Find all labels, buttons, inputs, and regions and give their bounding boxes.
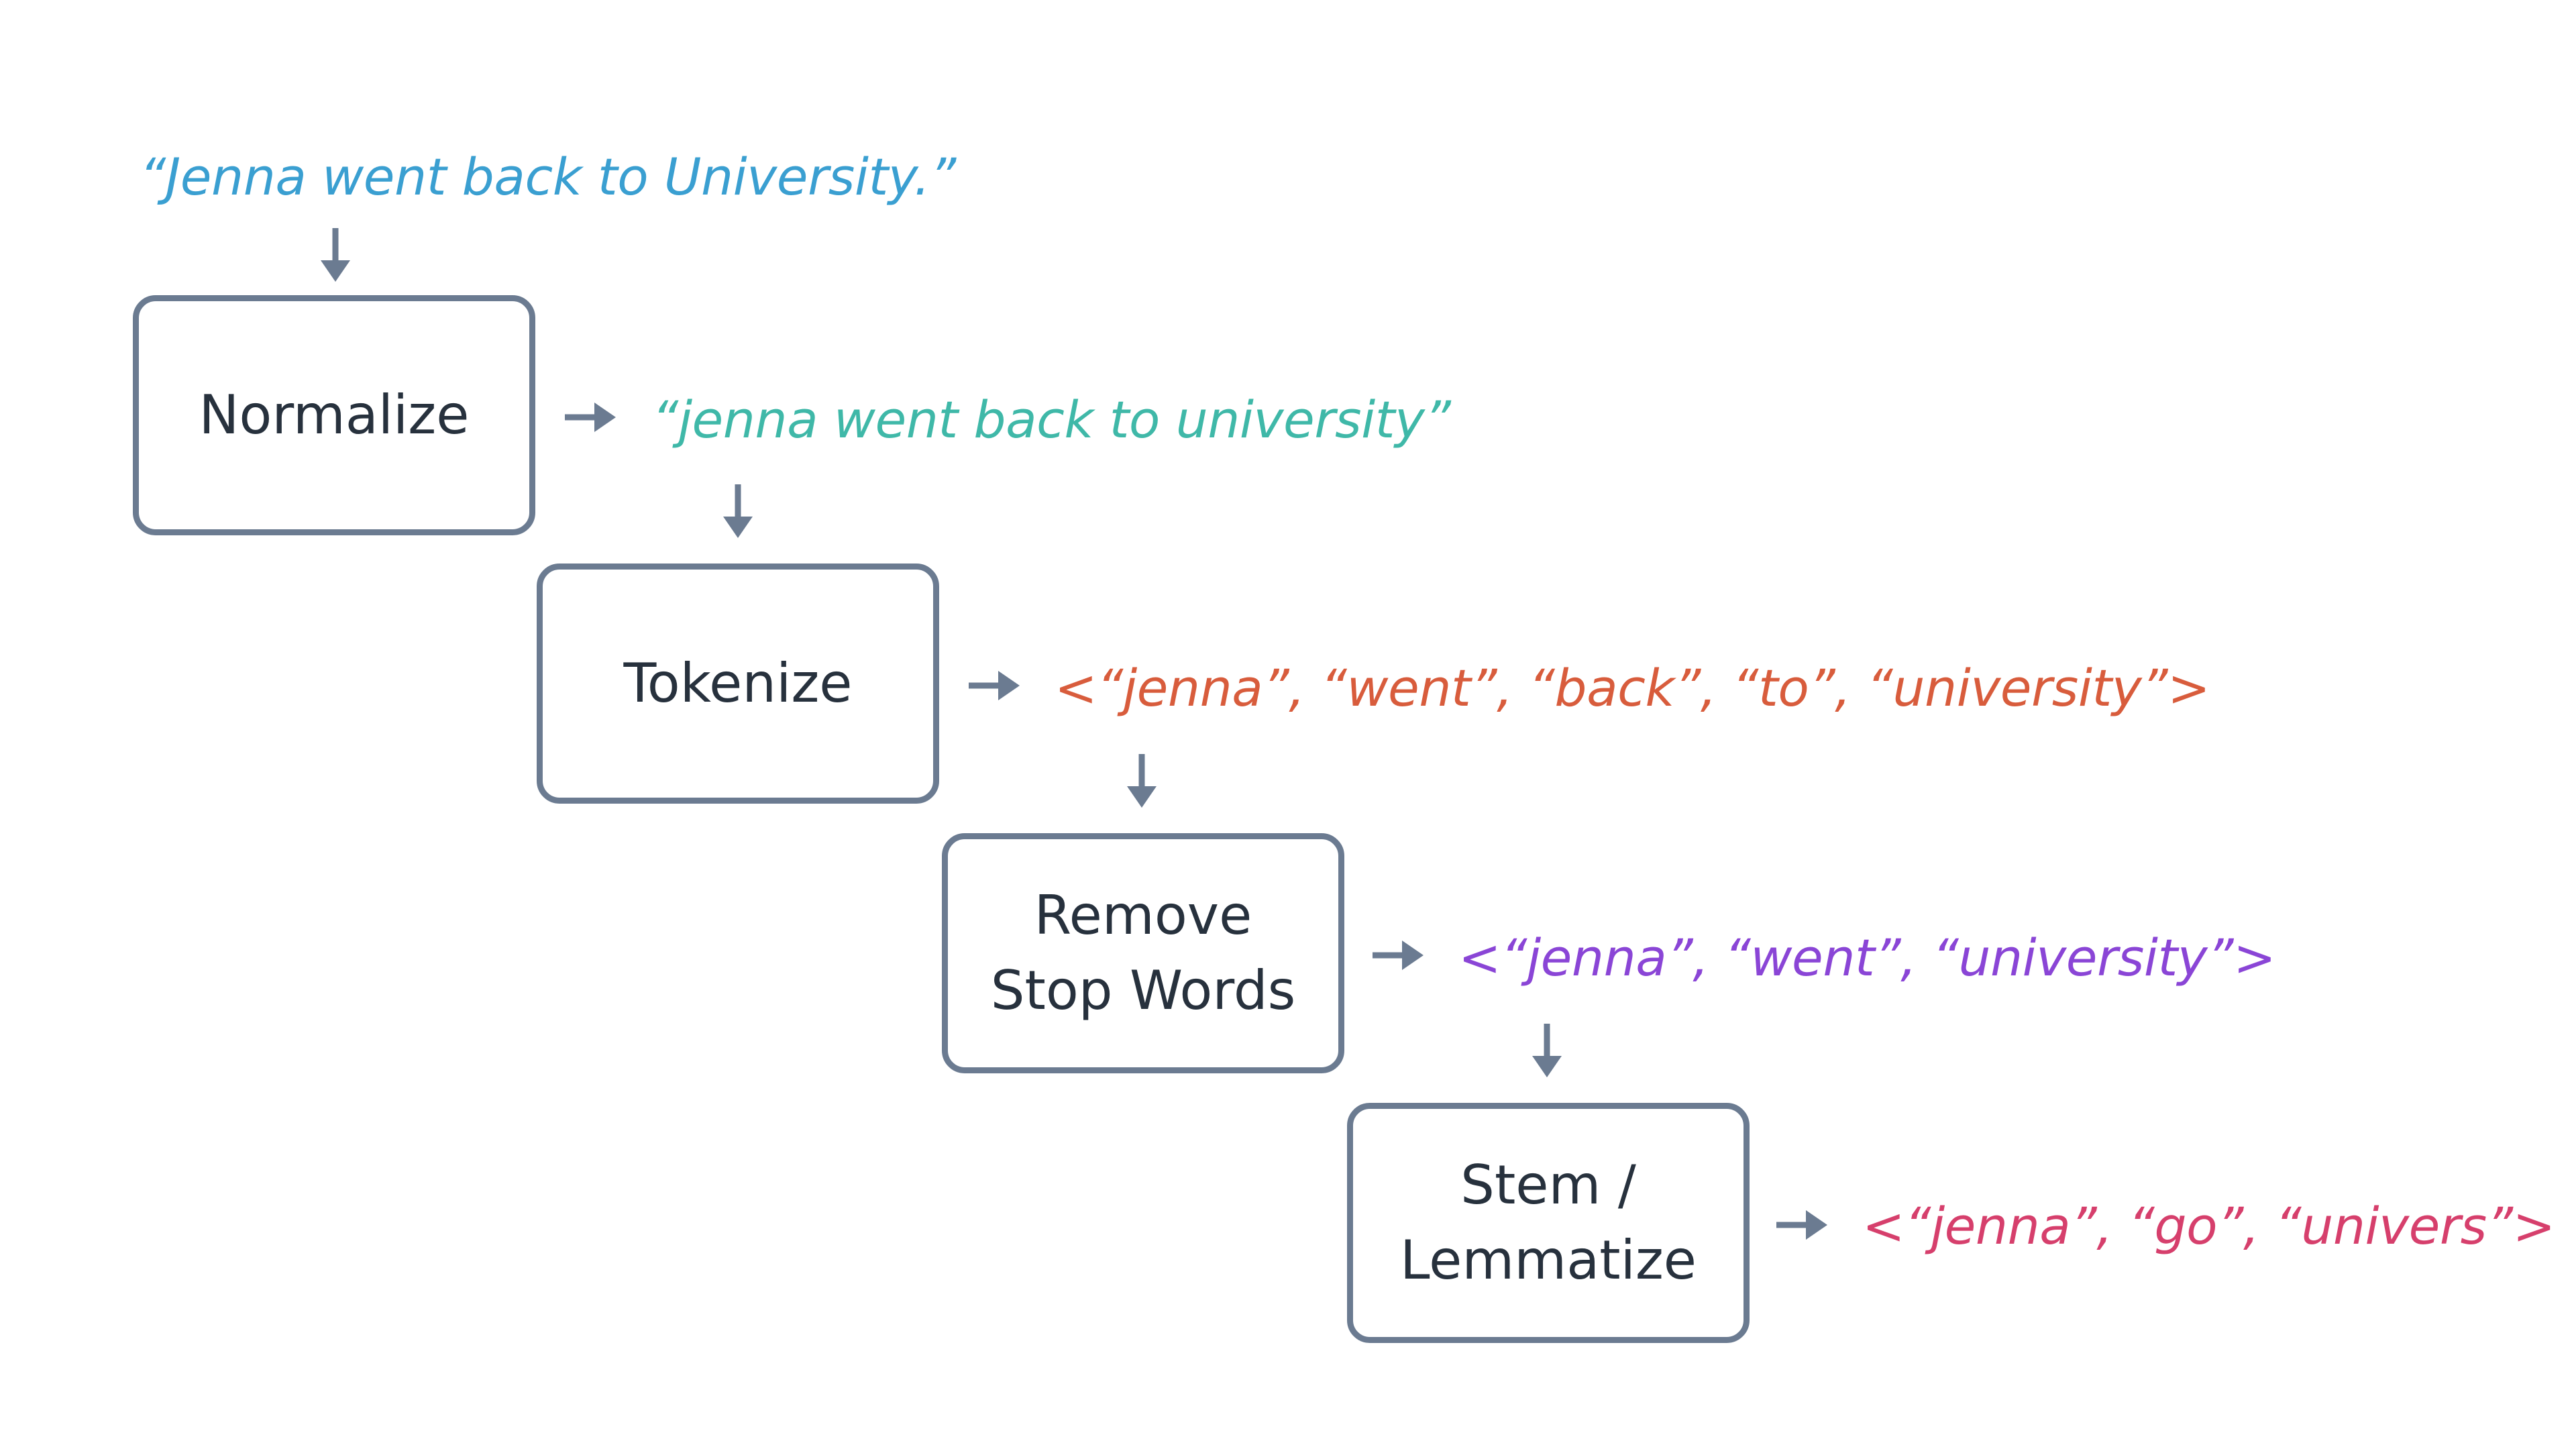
remove-stop-words-output: <“jenna”, “went”, “university”> [1458, 928, 2276, 987]
arrow-down-to-stem-lemmatize [1532, 1024, 1562, 1077]
tokenize-output: <“jenna”, “went”, “back”, “to”, “univers… [1055, 658, 2210, 718]
arrow-right-tokenize-output [969, 671, 1020, 700]
arrow-down-to-normalize [321, 228, 350, 282]
normalize-output: “jenna went back to university” [652, 390, 1451, 449]
stem-lemmatize-label-line-2: Lemmatize [1399, 1229, 1697, 1291]
stem-lemmatize-box: Stem / Lemmatize [1347, 1103, 1750, 1343]
arrow-right-remove-stop-words-output [1373, 941, 1424, 970]
normalize-box: Normalize [133, 295, 535, 535]
tokenize-label: Tokenize [623, 652, 853, 714]
remove-stop-words-label-line-2: Stop Words [990, 959, 1296, 1022]
remove-stop-words-box: Remove Stop Words [942, 833, 1344, 1073]
stem-lemmatize-label-line-1: Stem / [1460, 1154, 1636, 1216]
normalize-label: Normalize [199, 384, 470, 446]
arrow-right-normalize-output [565, 402, 616, 432]
tokenize-box: Tokenize [537, 564, 939, 804]
stem-lemmatize-output: <“jenna”, “go”, “univers”> [1862, 1196, 2555, 1256]
arrow-down-to-tokenize [723, 484, 753, 538]
remove-stop-words-label-line-1: Remove [1034, 884, 1252, 947]
arrow-down-to-remove-stop-words [1127, 754, 1157, 808]
arrow-right-stem-lemmatize-output [1776, 1210, 1827, 1240]
input-sentence: “Jenna went back to University.” [140, 147, 956, 207]
